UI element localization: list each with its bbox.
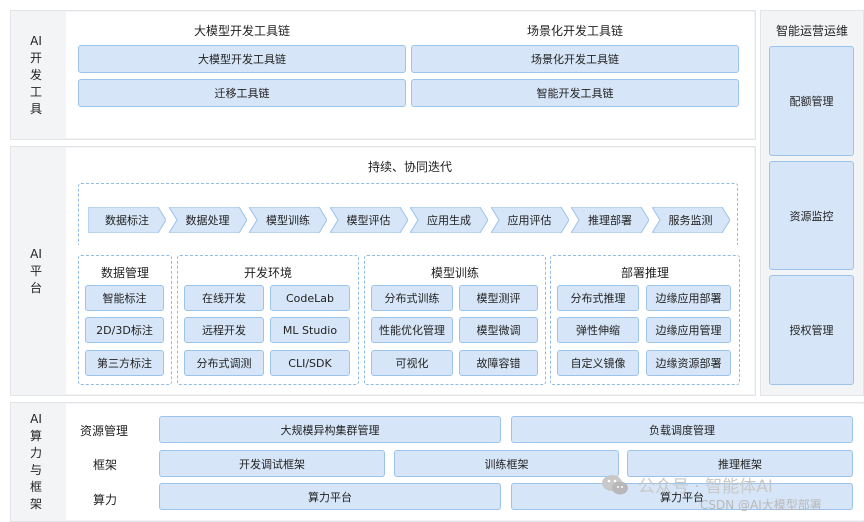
scenario-toolchain-title: 场景化开发工具链 <box>526 24 623 38</box>
group-title-deploy: 部署推理 <box>620 266 669 280</box>
distributed-inference-box[interactable]: 分布式推理 <box>557 285 639 311</box>
pipeline-step-label: 模型训练 <box>266 214 310 227</box>
ops-quota-box[interactable]: 配额管理 <box>769 46 854 156</box>
pipeline-step[interactable]: 数据标注 <box>88 207 166 233</box>
row-label-resource: 资源管理 <box>80 424 129 438</box>
ai-dev-tools-label: AI开发工具 <box>10 10 62 140</box>
ai-platform-label-text: AI平台 <box>29 246 42 295</box>
training-framework-box[interactable]: 训练框架 <box>394 450 619 477</box>
group-frame-train <box>364 255 546 385</box>
2d3d-annotation-box[interactable]: 2D/3D标注 <box>85 317 164 343</box>
online-dev-box[interactable]: 在线开发 <box>184 285 264 311</box>
pipeline-step-label: 数据标注 <box>105 214 149 227</box>
pipeline-step-label: 应用生成 <box>427 214 471 227</box>
custom-image-box[interactable]: 自定义镜像 <box>557 350 639 376</box>
pipeline-step[interactable]: 数据处理 <box>168 207 247 233</box>
load-scheduling-box[interactable]: 负载调度管理 <box>511 416 853 443</box>
pipeline-step[interactable]: 应用生成 <box>410 207 488 233</box>
inference-framework-box[interactable]: 推理框架 <box>627 450 853 477</box>
pipeline-step-label: 模型评估 <box>346 214 391 227</box>
compute-platform-box-2[interactable]: 算力平台 <box>511 483 853 510</box>
scenario-toolchain-box[interactable]: 场景化开发工具链 <box>411 45 739 73</box>
group-frame-data <box>78 255 172 385</box>
model-eval-box[interactable]: 模型测评 <box>459 285 538 311</box>
pipeline-step-label: 数据处理 <box>185 214 230 227</box>
watermark-line2: CSDN @AI大模型部署 <box>700 498 822 512</box>
pipeline-step-label: 推理部署 <box>588 214 632 227</box>
auto-scaling-box[interactable]: 弹性伸缩 <box>557 317 639 343</box>
compute-platform-box-1[interactable]: 算力平台 <box>159 483 501 510</box>
group-title-dev: 开发环境 <box>243 266 292 280</box>
edge-app-manage-box[interactable]: 边缘应用管理 <box>646 317 731 343</box>
pipeline-step[interactable]: 模型训练 <box>249 207 327 233</box>
ops-resource-monitor-box[interactable]: 资源监控 <box>769 161 854 270</box>
perf-optimization-box[interactable]: 性能优化管理 <box>371 317 453 343</box>
ai-compute-label: AI算力与框架 <box>10 404 62 520</box>
model-finetune-box[interactable]: 模型微调 <box>459 317 538 343</box>
smart-annotation-box[interactable]: 智能标注 <box>85 285 164 311</box>
ml-studio-box[interactable]: ML Studio <box>270 317 350 343</box>
ai-dev-tools-content <box>66 12 754 138</box>
third-party-annotation-box[interactable]: 第三方标注 <box>85 350 164 376</box>
ai-dev-tools-label-text: AI开发工具 <box>29 33 42 116</box>
ai-compute-label-text: AI算力与框架 <box>29 412 42 511</box>
edge-resource-deploy-box[interactable]: 边缘资源部署 <box>646 350 731 376</box>
cli-sdk-box[interactable]: CLI/SDK <box>270 350 350 376</box>
group-frame-deploy <box>550 255 740 385</box>
codelab-box[interactable]: CodeLab <box>270 285 350 311</box>
ai-platform-label: AI平台 <box>10 146 62 396</box>
group-title-train: 模型训练 <box>430 266 479 280</box>
llm-toolchain-box[interactable]: 大模型开发工具链 <box>78 45 406 73</box>
edge-app-deploy-box[interactable]: 边缘应用部署 <box>646 285 731 311</box>
group-title-data: 数据管理 <box>100 266 149 280</box>
iteration-title: 持续、协同迭代 <box>367 160 452 174</box>
migration-toolchain-box[interactable]: 迁移工具链 <box>78 79 406 107</box>
dev-debug-framework-box[interactable]: 开发调试框架 <box>159 450 385 477</box>
row-label-compute: 算力 <box>93 493 118 507</box>
wechat-icon <box>600 472 630 498</box>
row-label-framework: 框架 <box>93 458 118 472</box>
ops-authorization-box[interactable]: 授权管理 <box>769 275 854 385</box>
distributed-training-box[interactable]: 分布式训练 <box>371 285 453 311</box>
pipeline-step[interactable]: 应用评估 <box>490 207 569 233</box>
visualization-box[interactable]: 可视化 <box>371 350 453 376</box>
pipeline-step-label: 应用评估 <box>507 214 552 227</box>
llm-toolchain-title: 大模型开发工具链 <box>193 24 290 38</box>
fault-tolerance-box[interactable]: 故障容错 <box>459 350 538 376</box>
remote-dev-box[interactable]: 远程开发 <box>184 317 264 343</box>
ops-title: 智能运营运维 <box>775 24 848 38</box>
pipeline-step[interactable]: 模型评估 <box>329 207 408 233</box>
smart-dev-toolchain-box[interactable]: 智能开发工具链 <box>411 79 739 107</box>
pipeline-frame <box>78 183 738 245</box>
distributed-debug-box[interactable]: 分布式调测 <box>184 350 264 376</box>
pipeline-step[interactable]: 服务监测 <box>651 207 730 233</box>
watermark-line1: 公众号 · 智能体AI <box>638 477 773 497</box>
hetero-cluster-box[interactable]: 大规模异构集群管理 <box>159 416 501 443</box>
pipeline-step[interactable]: 推理部署 <box>571 207 649 233</box>
pipeline-step-label: 服务监测 <box>668 214 713 227</box>
group-frame-dev <box>177 255 359 385</box>
